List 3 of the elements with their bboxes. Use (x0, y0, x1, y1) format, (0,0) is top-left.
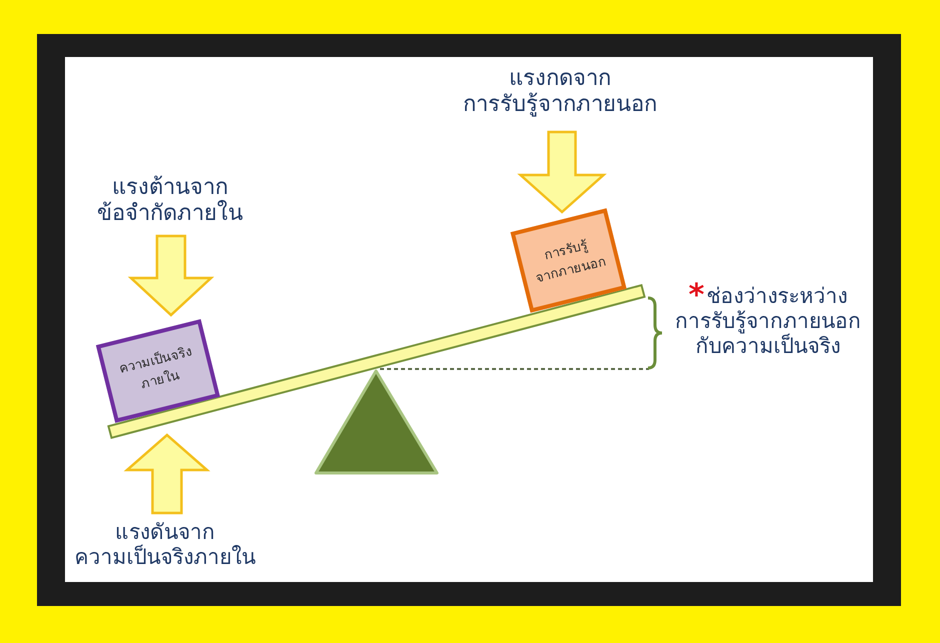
force-label: แรงกดจาก การรับรู้จากภายนอก (462, 66, 658, 119)
force-label: แรงดันจาก ความเป็นจริงภายใน (74, 520, 256, 570)
force-label: แรงต้านจาก ข้อจำกัดภายใน (96, 175, 244, 228)
